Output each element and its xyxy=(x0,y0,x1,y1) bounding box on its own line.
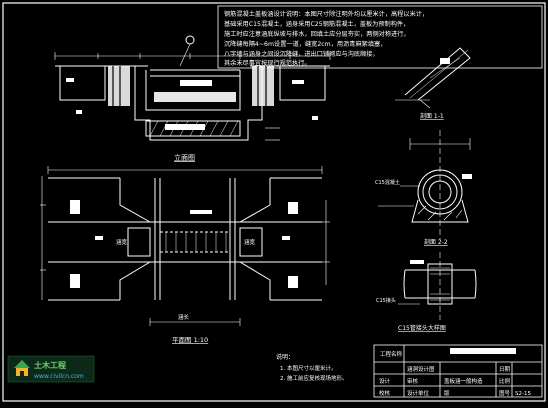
design-notes-block: 钢筋混凝土盖板涵设计说明：本图尺寸除注明外均以厘米计，高程以米计， 基础采用C1… xyxy=(217,5,543,69)
legend-title: 说明： xyxy=(276,353,294,361)
title-block-text: 工程名称 涵洞设计图 设计 校核 审核 盖板涵一般构造 设计单位 版 日期 比例… xyxy=(379,350,531,397)
elevation-view xyxy=(54,35,331,141)
tb-sheet-label: 图号 xyxy=(499,389,511,397)
title-block xyxy=(373,344,543,398)
joint-label: C15接头 xyxy=(376,297,396,304)
logo-url: www.civilcn.com xyxy=(34,373,84,380)
legend-item-1: 1. 本图尺寸以厘米计。 xyxy=(280,364,337,372)
note-line-1: 钢筋混凝土盖板涵设计说明：本图尺寸除注明外均以厘米计，高程以米计， xyxy=(224,10,428,18)
plan-dimension-label: 涵长 xyxy=(178,313,190,321)
tb-check-label: 校核 xyxy=(379,389,391,397)
note-line-5: 八字墙与涵身之间设沉降缝，进出口铺砌应与沟底顺接， xyxy=(224,50,379,58)
note-line-2: 基础采用C15混凝土，涵身采用C25钢筋混凝土，盖板为预制构件， xyxy=(224,20,409,28)
tb-version-label: 版 xyxy=(444,389,450,397)
logo-name: 土木工程 xyxy=(34,360,66,370)
dimension-ticks xyxy=(97,53,291,59)
tb-drawing-name: 盖板涵一般构造 xyxy=(444,377,483,385)
site-logo: 土木工程 www.civilcn.com xyxy=(7,355,95,383)
section-2-2-title: 剖面 2-2 xyxy=(424,238,448,246)
tb-sheet-no: S2-15 xyxy=(515,391,531,397)
plan-side-label-left: 涵宽 xyxy=(116,238,128,246)
plan-side-label-right: 涵宽 xyxy=(244,238,256,246)
section-3-3 xyxy=(398,252,477,320)
tb-design-label: 设计 xyxy=(379,377,391,385)
section-1-1-title: 剖面 1-1 xyxy=(420,112,444,120)
note-line-6: 其余未尽事宜按现行规范执行。 xyxy=(224,59,311,67)
section-2-2 xyxy=(378,130,472,240)
tb-scale-label: 比例 xyxy=(499,377,511,385)
legend-block: 说明： 1. 本图尺寸以厘米计。 2. 施工前应复核现场地形。 xyxy=(276,353,348,382)
plan-view xyxy=(40,166,330,326)
elevation-title: 立面图 xyxy=(174,153,195,162)
tb-drawing-label: 涵洞设计图 xyxy=(407,365,435,373)
section-1-1 xyxy=(395,47,471,109)
tb-review-label: 审核 xyxy=(407,377,419,385)
house-icon xyxy=(14,360,30,376)
joint-detail-title: C15管接头大样图 xyxy=(398,324,446,332)
legend-item-2: 2. 施工前应复核现场地形。 xyxy=(280,374,348,382)
note-line-3: 施工时应注意涵底纵坡与排水，回填土应分层夯实，两侧对称进行， xyxy=(224,30,410,38)
pipe-concrete-label: C15混凝土 xyxy=(375,179,400,186)
tb-project-label: 工程名称 xyxy=(380,350,403,358)
plan-view-title: 平面图 1:10 xyxy=(172,336,208,344)
drawing-frame xyxy=(2,2,546,402)
tb-date-label: 日期 xyxy=(499,366,511,373)
tb-company-label: 设计单位 xyxy=(407,389,430,397)
note-line-4: 沉降缝每隔4~6m设置一道，缝宽2cm，用沥青麻絮填塞， xyxy=(224,40,386,48)
notes-frame xyxy=(217,5,543,69)
